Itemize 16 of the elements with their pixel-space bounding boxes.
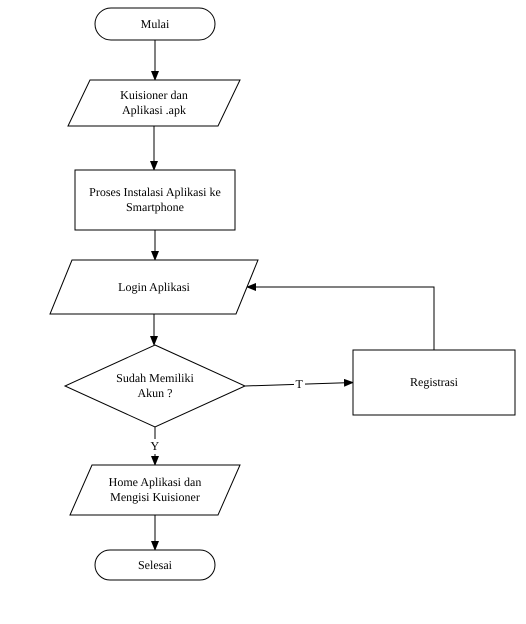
node-label: Home Aplikasi dan Mengisi Kuisioner xyxy=(108,475,202,505)
node-label: Proses Instalasi Aplikasi ke Smartphone xyxy=(88,185,222,215)
arrow xyxy=(244,378,354,387)
node-label: Mulai xyxy=(140,16,170,32)
node-label: Kuisioner dan Aplikasi .apk xyxy=(119,88,189,118)
arrow xyxy=(151,514,159,551)
arrow xyxy=(150,314,158,346)
arrow xyxy=(246,283,434,350)
arrow xyxy=(151,40,159,81)
node-label: Registrasi xyxy=(410,375,458,390)
node-label: Sudah Memiliki Akun ? xyxy=(115,371,195,401)
node-label: Selesai xyxy=(138,558,172,572)
arrow xyxy=(150,126,158,171)
arrow xyxy=(151,230,159,261)
edge-label: Y xyxy=(148,438,162,454)
node-label: Login Aplikasi xyxy=(118,280,190,294)
